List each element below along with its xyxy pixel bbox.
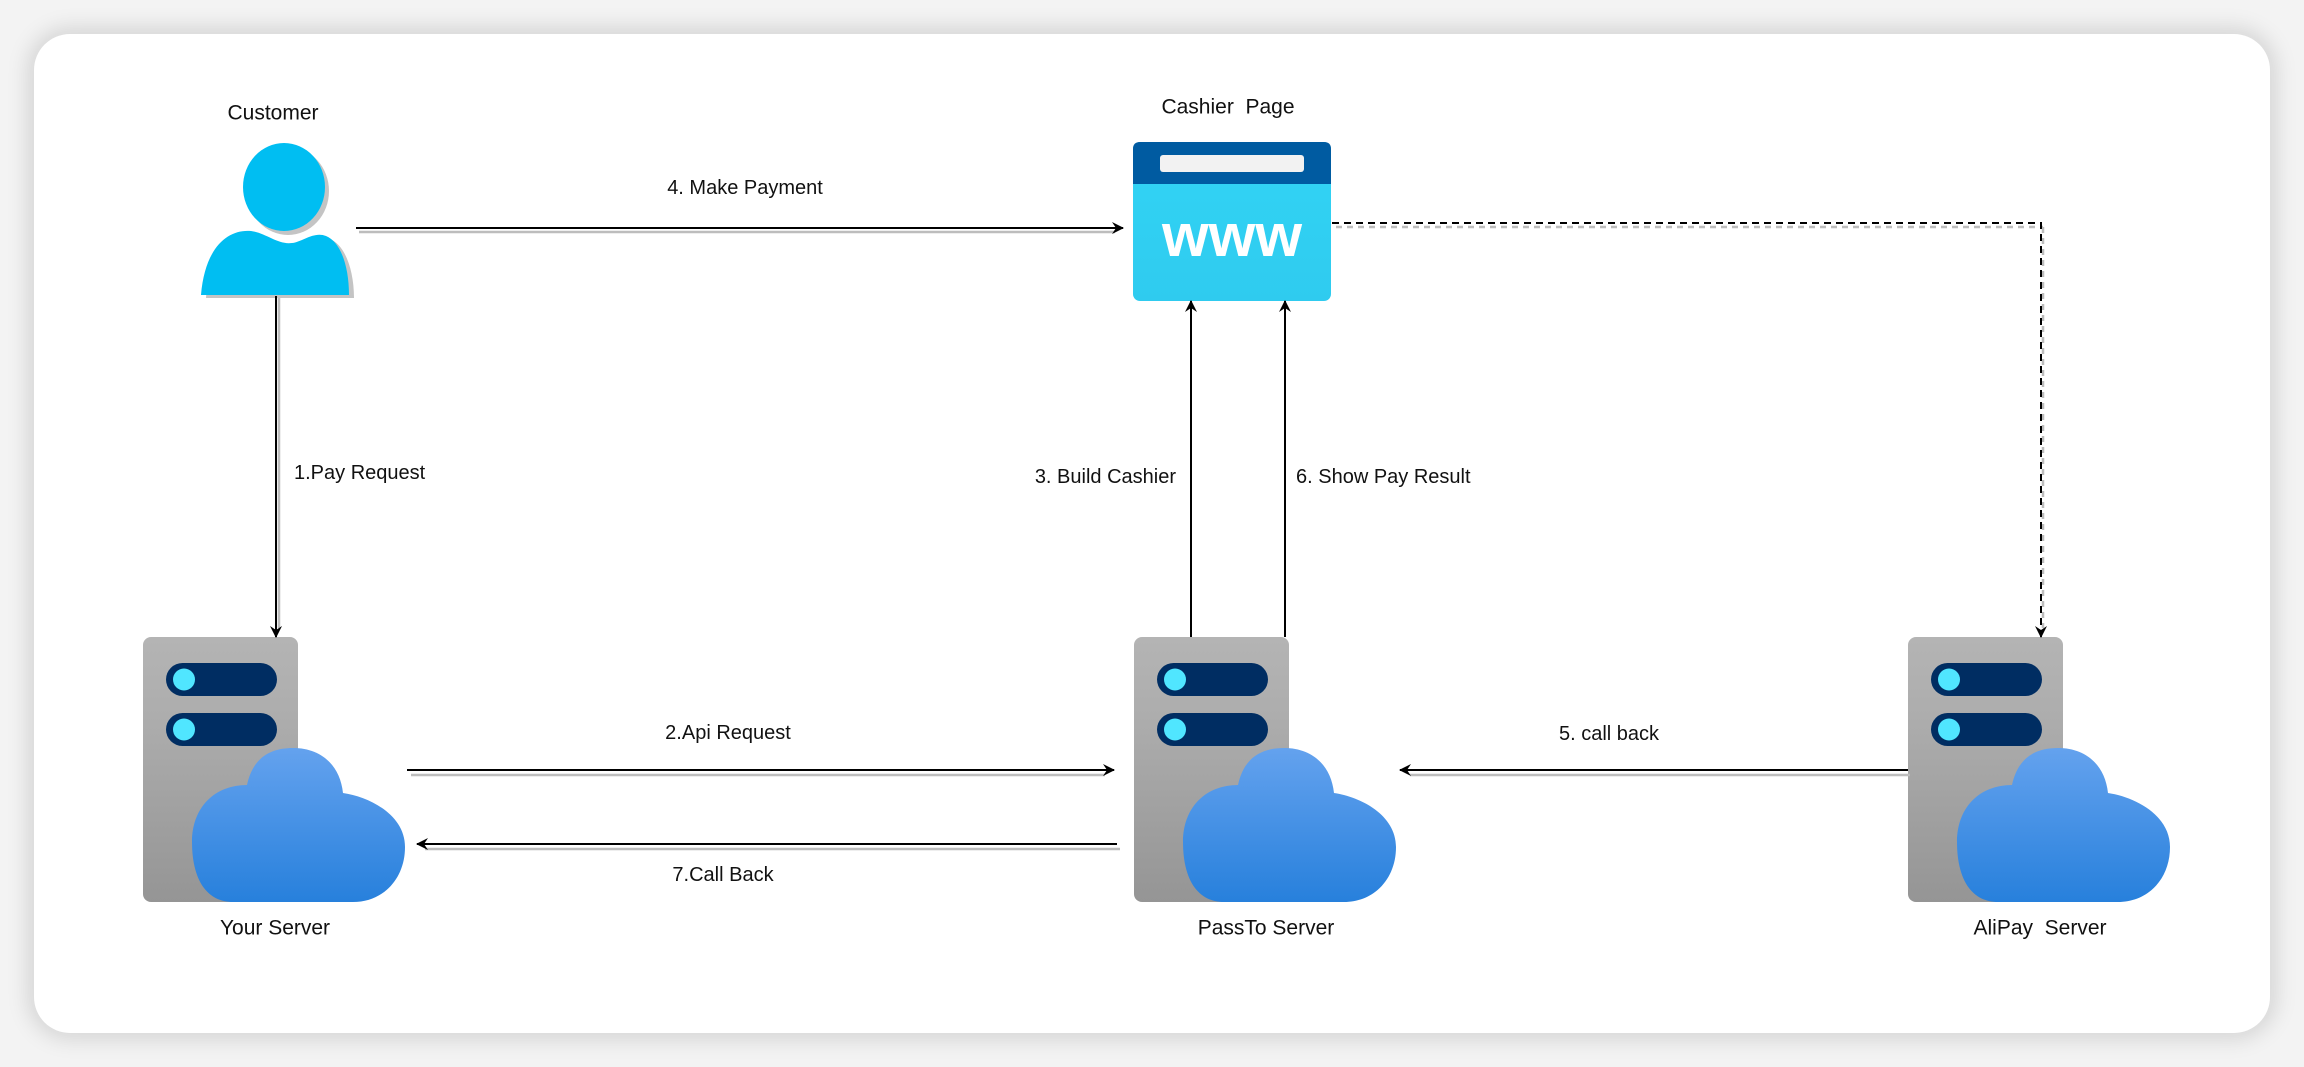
passto-server-label: PassTo Server xyxy=(1197,916,1335,940)
cashier-www-text: www xyxy=(1161,202,1302,269)
your-server-icon[interactable] xyxy=(143,637,405,902)
passto-server-icon[interactable] xyxy=(1134,637,1396,902)
edge-label-call-back-alipay: 5. call back xyxy=(1558,723,1660,745)
edge-label-make-payment: 4. Make Payment xyxy=(667,177,823,199)
edge-label-show-pay-result: 6. Show Pay Result xyxy=(1296,466,1471,488)
edge-label-api-request: 2.Api Request xyxy=(665,722,791,744)
cashier-page-label: Cashier Page xyxy=(1161,95,1295,119)
edge-cashier-to-alipay[interactable] xyxy=(1332,222,2047,638)
customer-person-icon[interactable] xyxy=(201,143,354,298)
edge-label-build-cashier: 3. Build Cashier xyxy=(1034,466,1176,488)
customer-label: Customer xyxy=(227,101,319,125)
your-server-label: Your Server xyxy=(219,916,331,940)
edge-label-call-back-your: 7.Call Back xyxy=(672,864,774,886)
alipay-server-icon[interactable] xyxy=(1908,637,2170,902)
cashier-page-web-icon[interactable] xyxy=(1133,142,1331,301)
alipay-server-label: AliPay Server xyxy=(1973,916,2107,940)
edge-label-pay-request: 1.Pay Request xyxy=(294,462,426,484)
